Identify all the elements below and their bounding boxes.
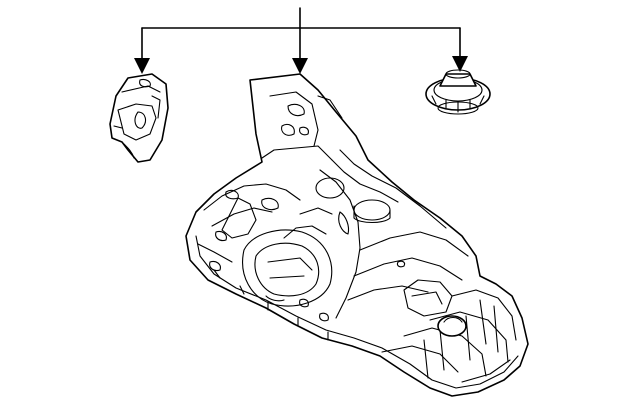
left-bracket — [109, 73, 169, 163]
grommet-plug — [425, 69, 491, 115]
floor-pan-assembly — [185, 73, 529, 397]
leader-lines — [134, 7, 468, 74]
arrowhead-center — [292, 58, 308, 74]
arrowhead-right — [452, 56, 468, 72]
arrowhead-left — [134, 58, 150, 74]
